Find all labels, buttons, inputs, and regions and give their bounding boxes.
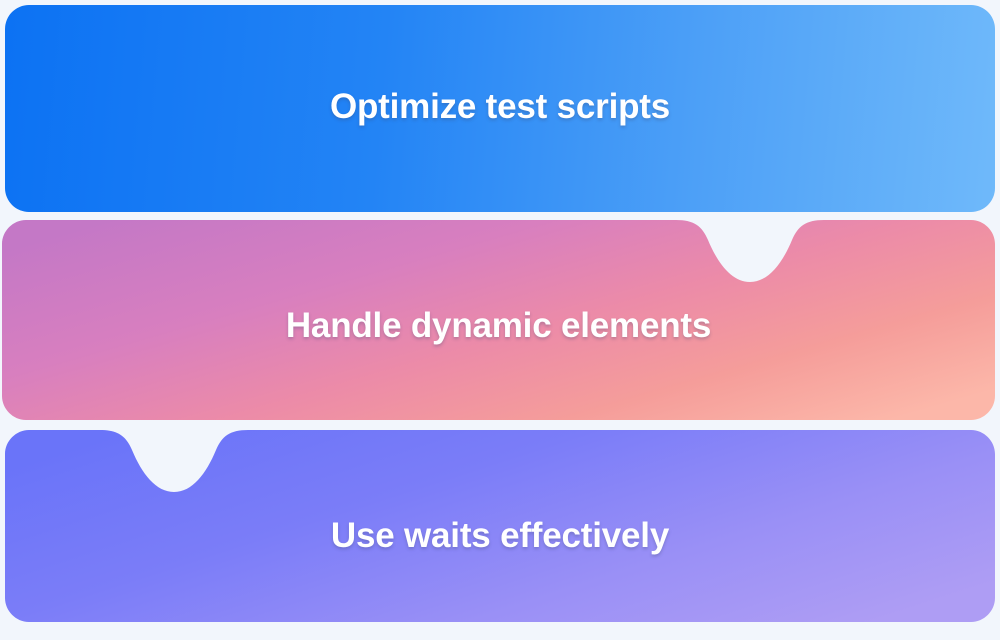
band-purple-fill — [5, 430, 995, 622]
band-blue-label: Optimize test scripts — [329, 86, 671, 126]
band-pink-label: Handle dynamic elements — [285, 306, 712, 345]
band-purple-label: Use waits effectively — [330, 516, 670, 555]
band-use-waits-effectively[interactable]: Use waits effectively — [5, 430, 995, 622]
band-optimize-test-scripts[interactable]: Optimize test scripts — [5, 5, 995, 212]
band-pink-fill — [2, 220, 995, 420]
band-blue-fill — [5, 5, 995, 212]
band-handle-dynamic-elements[interactable]: Handle dynamic elements — [2, 220, 995, 420]
